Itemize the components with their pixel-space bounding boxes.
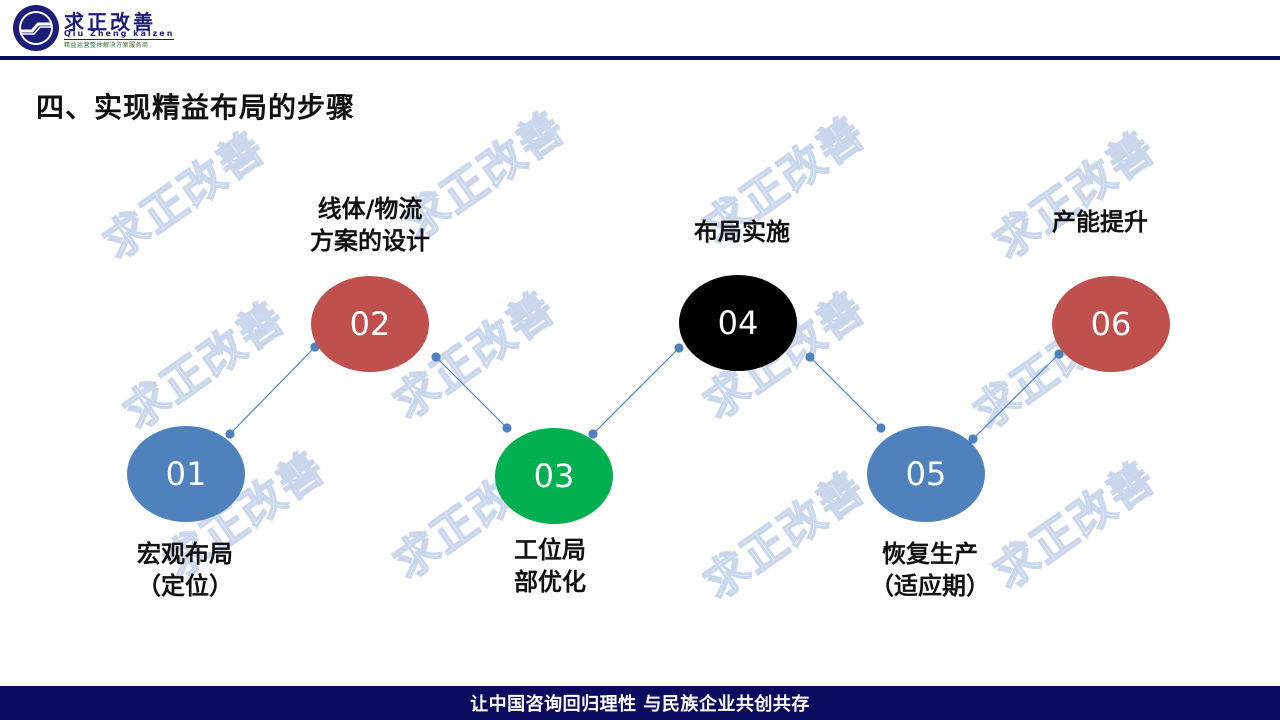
header: 求正改善 Qiu Zheng kaizen 精益运营整体解决方案服务商: [0, 0, 1280, 56]
step-05-label: 恢复生产 （适应期）: [870, 540, 990, 600]
brand-name-en: Qiu Zheng kaizen: [64, 29, 175, 40]
footer-bar: 让中国咨询回归理性 与民族企业共创共存: [0, 686, 1280, 720]
step-06-label: 产能提升: [1052, 208, 1148, 236]
step-number: 02: [349, 305, 391, 343]
brand-tagline: 精益运营整体解决方案服务商: [64, 42, 149, 49]
step-number: 05: [905, 455, 947, 493]
step-01-circle: 01: [127, 426, 245, 522]
handshake-circle-logo-icon: [13, 5, 59, 51]
page-title: 四、实现精益布局的步骤: [36, 91, 356, 124]
step-01-label: 宏观布局 （定位）: [137, 540, 233, 600]
step-02-circle: 02: [311, 276, 429, 372]
step-03-circle: 03: [495, 428, 613, 524]
step-number: 04: [717, 304, 759, 342]
step-05-circle: 05: [867, 426, 985, 522]
step-04-circle: 04: [679, 275, 797, 371]
step-06-circle: 06: [1052, 276, 1170, 372]
step-02-label: 线体/物流 方案的设计: [310, 195, 430, 255]
brand-name-cn: 求正改善: [64, 10, 156, 34]
footer-slogan: 让中国咨询回归理性 与民族企业共创共存: [470, 694, 810, 715]
step-03-label: 工位局 部优化: [514, 536, 586, 596]
step-number: 06: [1090, 305, 1132, 343]
header-divider: [0, 56, 1280, 60]
step-number: 03: [533, 457, 575, 495]
step-number: 01: [165, 455, 207, 493]
step-04-label: 布局实施: [694, 218, 790, 246]
